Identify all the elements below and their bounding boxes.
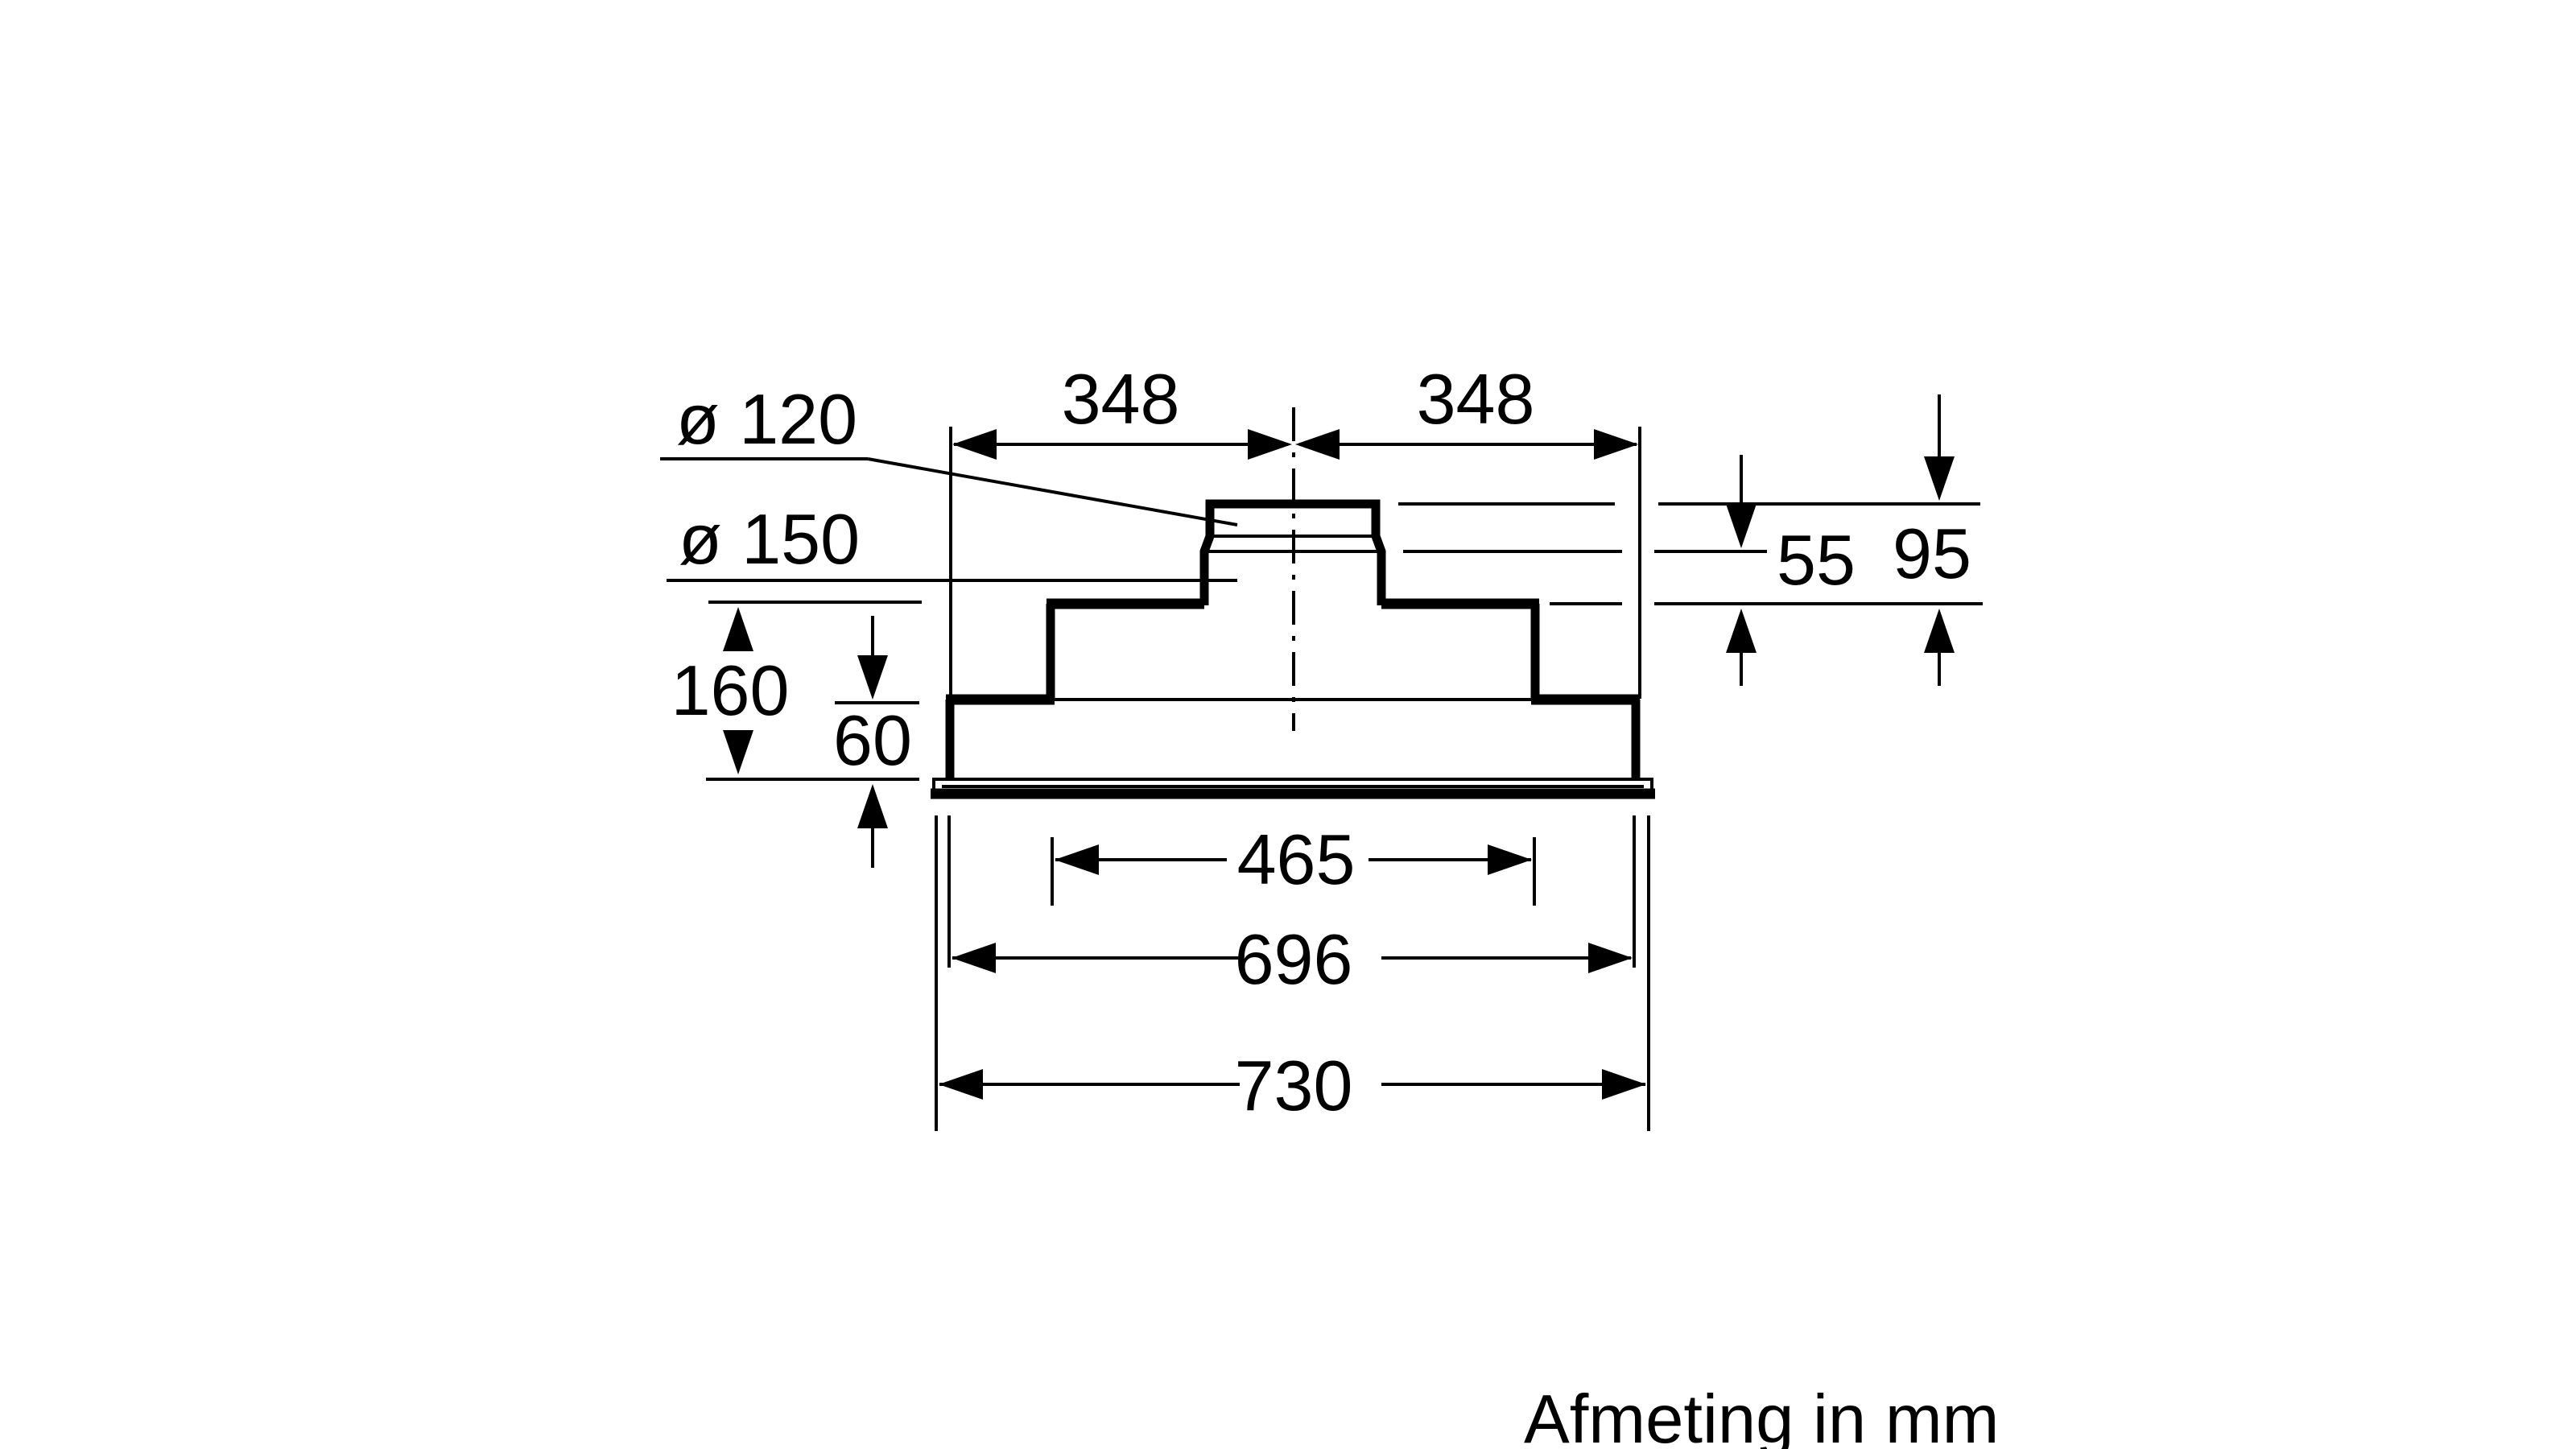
dim-730: 730 (935, 815, 1650, 1131)
duct-collar-outline (1199, 499, 1386, 605)
dim-label-160: 160 (671, 650, 790, 730)
dim-label-diameter-120: ø 120 (676, 379, 857, 459)
callout-diameter-150: ø 150 (667, 499, 1237, 582)
dim-label-348-right: 348 (1417, 359, 1535, 439)
dim-60: 60 (833, 616, 919, 868)
hood-body-outline (931, 499, 1655, 799)
dim-label-696: 696 (1235, 919, 1353, 999)
dim-348-left: 348 (949, 359, 1292, 699)
dim-465: 465 (1051, 819, 1536, 906)
leader-line (867, 457, 1238, 526)
dim-55-95-extension-lines (1398, 502, 1983, 605)
dim-label-348-left: 348 (1062, 359, 1180, 439)
units-caption: Afmeting in mm (1524, 1381, 1999, 1449)
dim-348-right: 348 (1295, 359, 1641, 699)
dim-55: 55 (1726, 455, 1856, 686)
dim-label-465: 465 (1237, 819, 1356, 899)
dim-label-730: 730 (1235, 1046, 1353, 1125)
dim-696: 696 (947, 815, 1636, 999)
dim-label-diameter-150: ø 150 (679, 499, 860, 579)
dim-label-60: 60 (833, 700, 912, 780)
dim-95: 95 (1893, 394, 1971, 686)
dim-label-95: 95 (1893, 514, 1971, 593)
dim-160: 160 (671, 601, 922, 781)
callout-diameter-120: ø 120 (660, 379, 1238, 526)
dim-label-55: 55 (1777, 520, 1856, 600)
